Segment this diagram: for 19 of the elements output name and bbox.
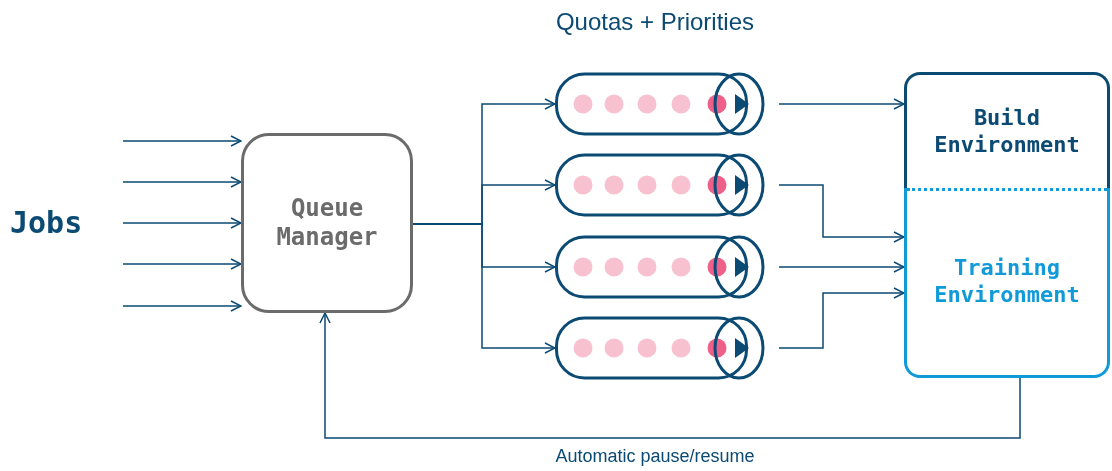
arrow xyxy=(122,258,242,270)
arrow xyxy=(778,287,905,349)
arrow xyxy=(319,312,1021,439)
arrow xyxy=(122,176,242,188)
environment-box xyxy=(904,188,1110,378)
node-label: Training Environment xyxy=(933,255,1081,308)
arrow xyxy=(122,217,242,229)
node-label: Build Environment xyxy=(933,105,1081,158)
arrow xyxy=(122,135,242,147)
diagram-title: Quotas + Priorities xyxy=(554,8,756,36)
process-box xyxy=(241,133,413,313)
node-label: Queue Manager xyxy=(275,194,379,252)
environment-box xyxy=(904,72,1110,188)
arrow xyxy=(778,261,905,273)
arrow xyxy=(778,98,905,110)
arrow xyxy=(122,300,242,312)
arrow xyxy=(412,223,556,354)
input-label: Jobs xyxy=(10,205,83,240)
arrow xyxy=(778,184,905,243)
